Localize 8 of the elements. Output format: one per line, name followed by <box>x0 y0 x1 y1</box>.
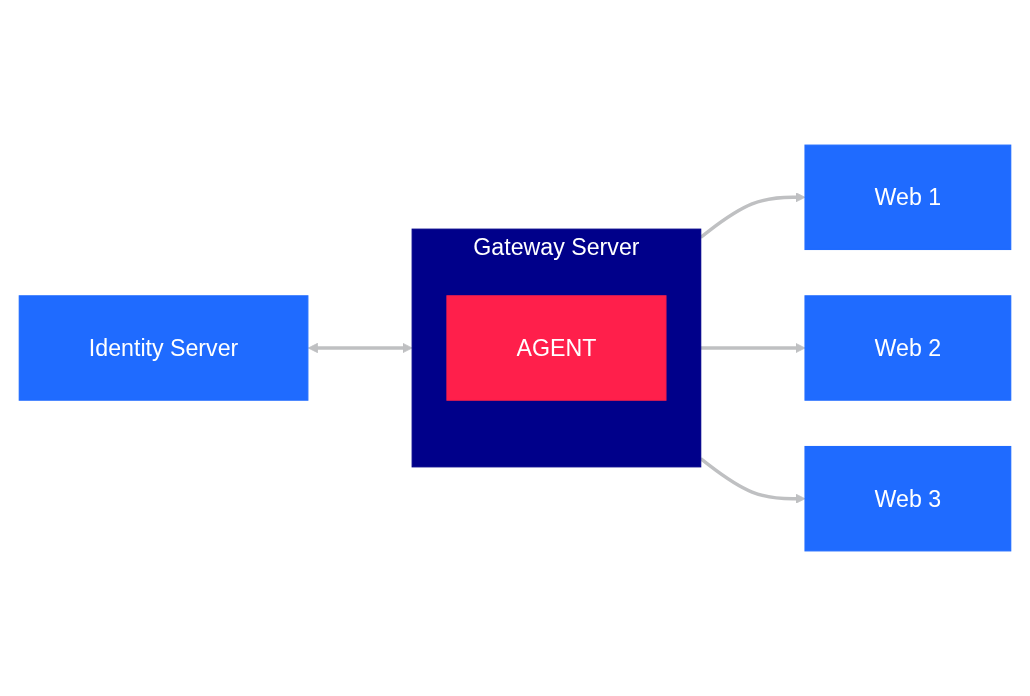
node-box: Identity Server <box>18 295 309 401</box>
arrow <box>699 457 806 504</box>
arrow <box>700 342 806 354</box>
node-box: AGENT <box>446 295 667 401</box>
node-box: Web 3 <box>804 445 1012 552</box>
node-box: Web 2 <box>804 295 1012 401</box>
arrow <box>307 342 413 354</box>
node-box: Web 1 <box>804 144 1012 251</box>
